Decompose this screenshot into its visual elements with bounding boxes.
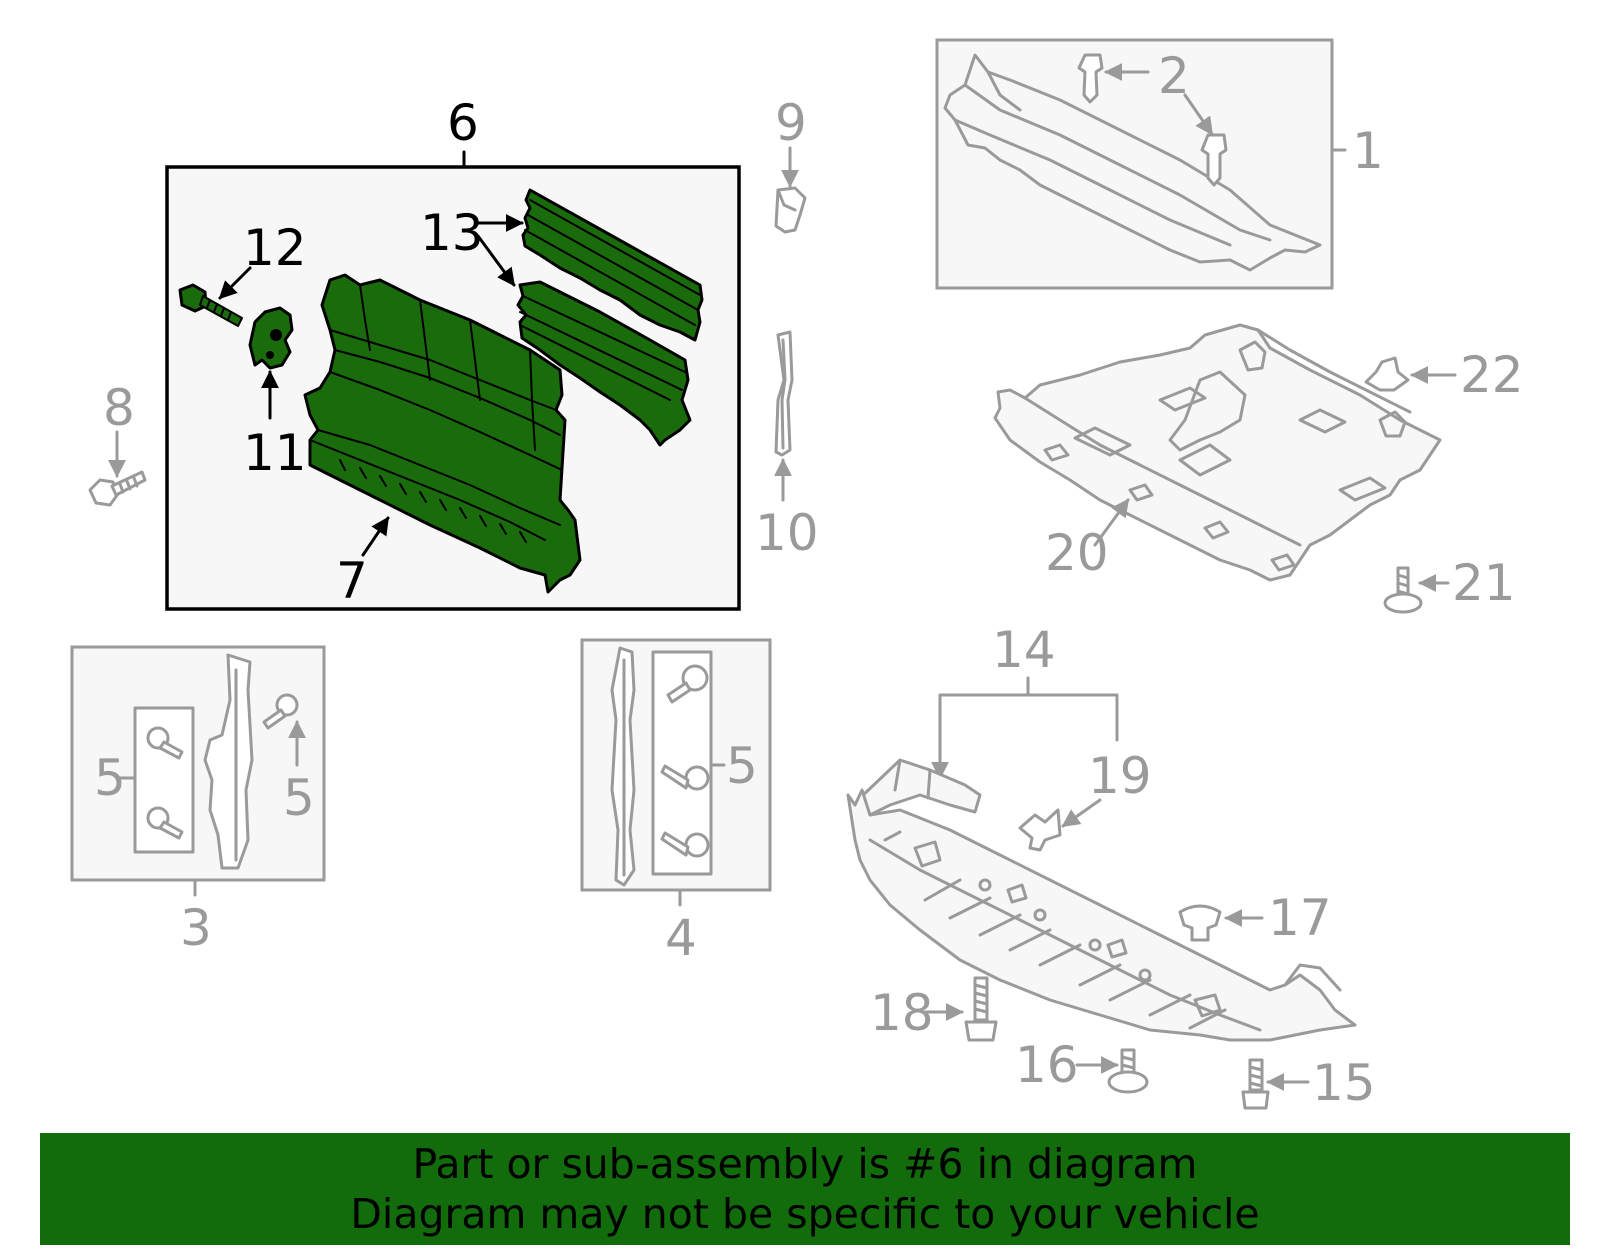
part-13-shutter-lower — [516, 280, 692, 447]
callout-12: 12 — [243, 219, 307, 277]
callout-16: 16 — [1015, 1036, 1079, 1094]
callout-13: 13 — [420, 204, 484, 262]
callout-11: 11 — [243, 424, 307, 482]
callout-2: 2 — [1158, 47, 1190, 105]
part-15-bolt — [1241, 1058, 1270, 1110]
callout-4: 4 — [665, 909, 697, 967]
part-1-group[interactable] — [935, 38, 1347, 290]
part-19-clip — [1018, 808, 1062, 852]
part-20-shield-group[interactable] — [993, 323, 1457, 614]
callout-7: 7 — [336, 552, 368, 610]
part-10-seal-group[interactable] — [774, 330, 794, 502]
part-12-bolt — [178, 283, 243, 327]
banner-line-1: Part or sub-assembly is #6 in diagram — [412, 1140, 1198, 1188]
part-22-pushpin — [1364, 356, 1410, 392]
part-2-clip-a — [1077, 53, 1104, 104]
info-banner: Part or sub-assembly is #6 in diagram Di… — [40, 1133, 1570, 1245]
part-13-shutter-upper — [521, 188, 704, 342]
part-6-assembly-group[interactable] — [165, 150, 741, 611]
callout-5-left: 5 — [94, 749, 126, 807]
callout-1: 1 — [1352, 122, 1384, 180]
callout-22: 22 — [1460, 346, 1524, 404]
part-14-undertray — [846, 788, 1357, 1042]
callout-6: 6 — [447, 94, 479, 152]
part-3-box — [70, 645, 326, 882]
part-1-deflector — [943, 53, 1322, 272]
callout-3: 3 — [180, 899, 212, 957]
callout-17: 17 — [1268, 889, 1332, 947]
part-7-shroud — [303, 273, 582, 594]
banner-line-2: Diagram may not be specific to your vehi… — [350, 1190, 1260, 1238]
callout-5-right: 5 — [726, 737, 758, 795]
callout-20: 20 — [1045, 524, 1109, 582]
callout-5-mid: 5 — [283, 769, 315, 827]
callout-18: 18 — [870, 984, 934, 1042]
part-18-bolt — [964, 976, 998, 1042]
part-14-deflector — [858, 758, 982, 817]
callout-15: 15 — [1312, 1054, 1376, 1112]
part-9-clip-group[interactable] — [774, 146, 807, 234]
callout-9: 9 — [775, 94, 807, 152]
callout-14: 14 — [992, 621, 1056, 679]
part-8-bolt-group[interactable] — [88, 430, 147, 507]
part-16-screw — [1107, 1048, 1149, 1094]
part-2-clip-b — [1200, 133, 1228, 187]
callout-21: 21 — [1452, 554, 1516, 612]
part-14-undertray-group[interactable] — [846, 676, 1357, 1110]
part-21-screw — [1383, 566, 1423, 614]
part-4-group[interactable] — [580, 638, 772, 907]
part-17-pushpin — [1178, 904, 1222, 942]
callout-8: 8 — [103, 379, 135, 437]
callout-10: 10 — [755, 504, 819, 562]
part-3-group[interactable] — [70, 645, 326, 897]
callout-19: 19 — [1088, 747, 1152, 805]
